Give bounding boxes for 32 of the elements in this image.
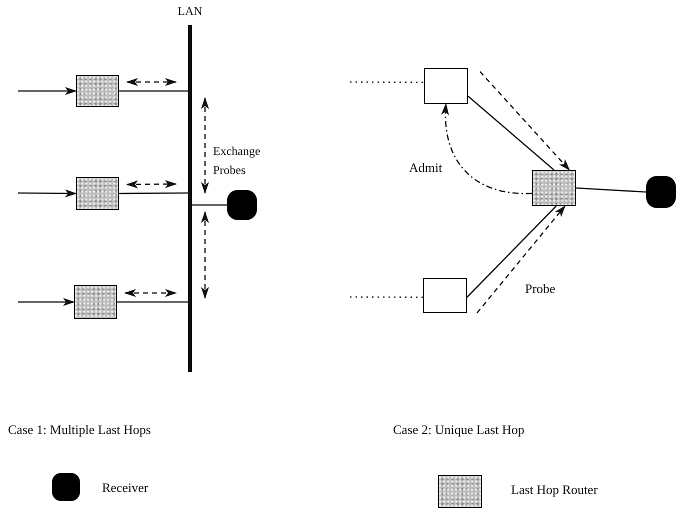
case-caption: Case 1: Multiple Last Hops xyxy=(8,422,151,437)
legend-text: Receiver xyxy=(102,480,148,495)
arrow xyxy=(18,298,75,306)
edge-label: Admit xyxy=(408,160,444,175)
router-box xyxy=(424,68,468,104)
receiver xyxy=(646,176,676,208)
last-hop-router xyxy=(76,75,119,107)
link-line xyxy=(466,206,557,298)
last-hop-router xyxy=(76,177,119,210)
dashed-arrow xyxy=(442,103,532,194)
link-line xyxy=(117,301,188,303)
router-box xyxy=(423,278,467,313)
link-line xyxy=(468,96,554,170)
note-text: Exchange Probes xyxy=(213,143,262,179)
dashed-arrow xyxy=(126,78,177,86)
last-hop-router xyxy=(74,285,117,319)
legend-text: Last Hop Router xyxy=(511,482,598,497)
arrow xyxy=(18,189,77,198)
dashed-arrow xyxy=(480,71,570,171)
link-line xyxy=(119,192,188,194)
last-hop-router xyxy=(532,170,576,206)
dashed-arrow xyxy=(126,180,177,188)
edge-label: Probe xyxy=(524,281,556,296)
arrow xyxy=(18,87,77,95)
link-line xyxy=(119,90,188,92)
case-caption: Case 2: Unique Last Hop xyxy=(393,422,524,437)
receiver xyxy=(227,190,257,220)
dashed-arrow xyxy=(476,205,566,314)
link-line xyxy=(576,187,646,193)
link-line xyxy=(192,204,227,206)
dashed-arrow xyxy=(124,289,177,297)
bus-label: LAN xyxy=(176,4,204,19)
